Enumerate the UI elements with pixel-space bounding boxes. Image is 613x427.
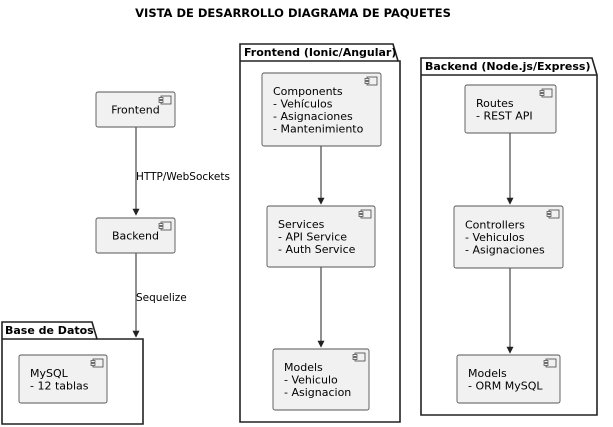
component-fe-services: Services- API Service- Auth Service — [266, 205, 376, 268]
edge-frontend-backend: HTTP/WebSockets — [132, 127, 230, 216]
component-icon — [360, 209, 372, 219]
component-box — [261, 72, 382, 147]
component-name: Services — [278, 218, 325, 231]
component-icon-tab — [539, 90, 545, 93]
component-icon-tab — [539, 93, 545, 96]
component-icon — [541, 88, 553, 98]
component-box — [453, 205, 564, 269]
edge-backend-database: Sequelize — [132, 253, 187, 338]
component-mysql: MySQL- 12 tablas — [18, 354, 108, 404]
component-detail: - Vehiculo — [284, 374, 338, 387]
component-icon-tab — [543, 360, 549, 363]
component-be-routes: Routes- REST API — [464, 84, 557, 134]
edge-label: Sequelize — [136, 292, 187, 304]
component-name: Components — [273, 85, 343, 98]
component-detail: - REST API — [476, 109, 533, 122]
component-box — [464, 84, 557, 134]
component-icon-tab — [158, 223, 164, 226]
component-icon-tab — [90, 360, 96, 363]
package-title: Base de Datos — [5, 324, 94, 337]
component-icon — [160, 221, 172, 231]
component-icon — [366, 76, 378, 86]
component-name: Frontend — [111, 104, 160, 117]
component-detail: - API Service — [278, 231, 347, 244]
component-icon-tab — [158, 226, 164, 229]
component-box — [266, 205, 376, 268]
component-detail: - Vehiculos — [465, 231, 525, 244]
component-icon-tab — [358, 214, 364, 217]
component-detail: - ORM MySQL — [468, 379, 543, 392]
component-icon-tab — [352, 357, 358, 360]
component-detail: - Asignacion — [284, 386, 351, 399]
component-icon-tab — [546, 211, 552, 214]
edge-label: HTTP/WebSockets — [136, 171, 230, 183]
component-icon — [548, 209, 560, 219]
component-detail: - Auth Service — [278, 243, 356, 256]
component-name: Routes — [476, 97, 514, 110]
component-icon — [354, 352, 366, 362]
package-title: Backend (Node.js/Express) — [425, 60, 590, 73]
component-icon-tab — [358, 211, 364, 214]
component-icon-tab — [543, 363, 549, 366]
component-icon — [92, 358, 104, 368]
component-fe-components: Components- Vehículos- Asignaciones- Man… — [261, 72, 382, 147]
component-box — [95, 91, 176, 128]
component-detail: - Asignaciones — [465, 244, 545, 257]
component-box — [95, 217, 176, 254]
component-detail: - Vehículos — [273, 97, 333, 110]
component-frontend-node: Frontend — [95, 91, 176, 128]
component-box — [456, 354, 561, 404]
component-be-models: Models- ORM MySQL — [456, 354, 561, 404]
component-name: MySQL — [30, 367, 69, 380]
component-icon-tab — [364, 78, 370, 81]
component-icon-tab — [546, 214, 552, 217]
component-icon-tab — [90, 363, 96, 366]
component-name: Controllers — [465, 219, 525, 232]
component-box — [272, 348, 370, 411]
component-name: Models — [468, 367, 507, 380]
component-icon-tab — [158, 97, 164, 100]
component-be-controllers: Controllers- Vehiculos- Asignaciones — [453, 205, 564, 269]
component-detail: - 12 tablas — [30, 379, 89, 392]
component-icon — [160, 95, 172, 105]
component-icon — [545, 358, 557, 368]
component-fe-models: Models- Vehiculo- Asignacion — [272, 348, 370, 411]
component-name: Models — [284, 361, 323, 374]
package-title: Frontend (Ionic/Angular) — [244, 46, 396, 59]
component-icon-tab — [352, 354, 358, 357]
component-backend-node: Backend — [95, 217, 176, 254]
component-icon-tab — [364, 81, 370, 84]
component-detail: - Mantenimiento — [273, 122, 364, 135]
diagram-title: VISTA DE DESARROLLO DIAGRAMA DE PAQUETES — [135, 6, 451, 20]
component-icon-tab — [158, 100, 164, 103]
component-detail: - Asignaciones — [273, 110, 353, 123]
component-box — [18, 354, 108, 404]
component-name: Backend — [112, 230, 159, 243]
